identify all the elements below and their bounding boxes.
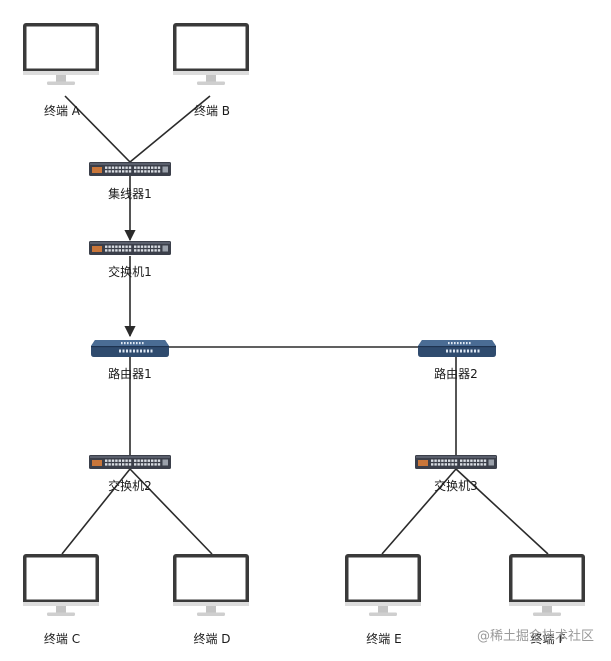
switch3: 交换机3 xyxy=(415,455,497,493)
router-icon xyxy=(418,340,496,357)
desktop-monitor-icon xyxy=(509,554,585,616)
terminal-f-label: 终端 F xyxy=(531,631,566,646)
terminal-c-label: 终端 C xyxy=(44,631,80,646)
desktop-monitor-icon xyxy=(173,23,249,85)
hub1-label: 集线器1 xyxy=(108,186,152,201)
switch1: 交换机1 xyxy=(89,241,171,279)
switch2: 交换机2 xyxy=(89,455,171,493)
switch2-label: 交换机2 xyxy=(108,478,152,493)
link-switch2-terminal-d xyxy=(129,468,213,555)
link-terminal-a-hub1 xyxy=(64,95,131,163)
router-icon xyxy=(91,340,169,357)
router2-label: 路由器2 xyxy=(434,366,478,381)
link-switch2-terminal-c xyxy=(61,468,131,555)
switch3-label: 交换机3 xyxy=(434,478,478,493)
watermark: @稀土掘金技术社区 xyxy=(477,628,594,644)
terminal-c: 终端 C xyxy=(23,554,99,646)
terminal-e: 终端 E xyxy=(345,554,421,646)
terminal-b: 终端 B xyxy=(173,23,249,118)
switch1-label: 交换机1 xyxy=(108,264,152,279)
desktop-monitor-icon xyxy=(23,23,99,85)
link-terminal-b-hub1 xyxy=(129,95,211,163)
hub1: 集线器1 xyxy=(89,162,171,201)
terminal-d: 终端 D xyxy=(173,554,249,646)
link-switch3-terminal-e xyxy=(381,468,457,555)
router1: 路由器1 xyxy=(91,340,169,381)
terminal-a: 终端 A xyxy=(23,23,99,118)
link-switch3-terminal-f xyxy=(455,468,549,555)
terminal-b-label: 终端 B xyxy=(194,103,230,118)
terminal-a-label: 终端 A xyxy=(44,103,81,118)
desktop-monitor-icon xyxy=(173,554,249,616)
switch-icon xyxy=(89,455,171,469)
terminal-d-label: 终端 D xyxy=(193,631,230,646)
switch-icon xyxy=(415,455,497,469)
terminal-e-label: 终端 E xyxy=(366,631,401,646)
switch-icon xyxy=(89,241,171,255)
desktop-monitor-icon xyxy=(345,554,421,616)
terminal-f: 终端 F xyxy=(509,554,585,646)
router1-label: 路由器1 xyxy=(108,366,152,381)
router2: 路由器2 xyxy=(418,340,496,381)
desktop-monitor-icon xyxy=(23,554,99,616)
hub-icon xyxy=(89,162,171,176)
